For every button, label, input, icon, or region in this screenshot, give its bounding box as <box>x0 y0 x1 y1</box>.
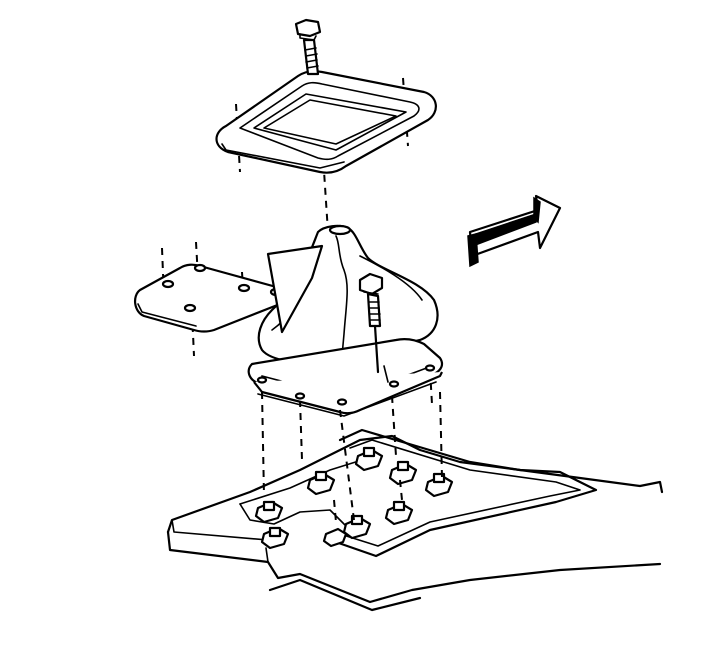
upper-retainer-plate <box>215 70 437 174</box>
nut-9 <box>322 527 348 548</box>
nut-8 <box>342 514 372 540</box>
shift-boot <box>257 224 439 365</box>
nut-3 <box>306 470 336 496</box>
nut-5 <box>388 460 418 486</box>
short-bolt <box>339 272 384 521</box>
nut-2 <box>254 500 284 524</box>
nut-6 <box>424 472 454 498</box>
nut-4 <box>354 446 384 472</box>
nut-1 <box>260 526 290 550</box>
floor-pan <box>166 428 664 612</box>
direction-arrow <box>467 194 562 268</box>
mounting-nuts <box>254 446 454 550</box>
nut-7 <box>384 500 414 526</box>
long-bolt <box>294 18 322 76</box>
